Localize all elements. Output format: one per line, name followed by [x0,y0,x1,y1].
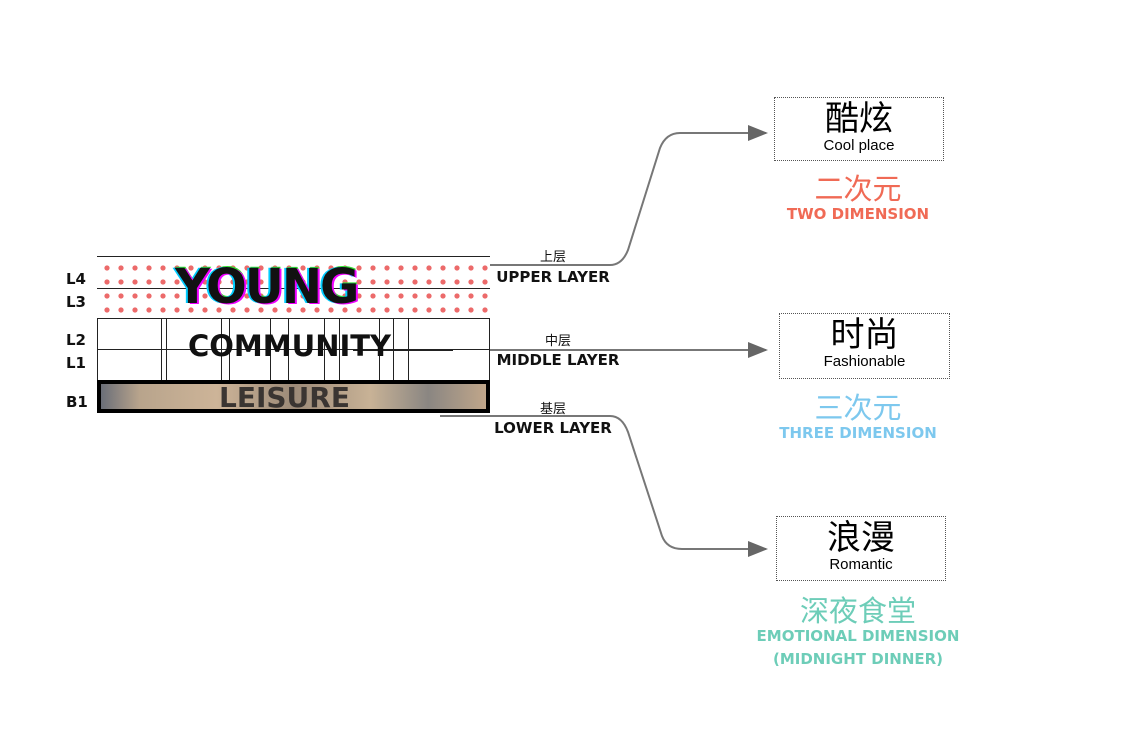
dimension-en-two: TWO DIMENSION [786,205,930,223]
target-zh: 时尚 [830,315,899,355]
upper-layer-zh: 上层 [539,250,566,265]
target-box-cool: 酷炫 Cool place [774,97,944,161]
target-box-romantic: 浪漫 Romantic [776,516,946,581]
dimension-zh-emotional: 深夜食堂 [799,594,916,628]
target-zh: 酷炫 [825,99,893,139]
level-label-l4: L4 [66,270,86,288]
young-word: YOUNG [175,259,359,315]
target-en: Romantic [829,556,893,573]
lower-layer-zh: 基层 [539,402,566,417]
arrow-lower [440,415,768,557]
target-zh: 浪漫 [827,518,895,558]
middle-layer-zh: 中层 [544,334,571,349]
upper-layer-block: YOUNG [97,256,490,320]
dimension-en-emotional: EMOTIONAL DIMENSION [756,627,960,645]
dimension-en-emotional-sub: (MIDNIGHT DINNER) [772,650,944,668]
level-label-l3: L3 [66,293,86,311]
leisure-word: LEISURE [219,381,350,414]
level-label-l2: L2 [66,331,86,349]
dimension-zh-three: 三次元 [814,391,902,425]
community-word: COMMUNITY [188,329,392,363]
target-en: Fashionable [823,353,906,370]
target-box-fashionable: 时尚 Fashionable [779,313,950,379]
dimension-zh-two: 二次元 [814,172,902,206]
arrow-upper [490,125,768,266]
target-en: Cool place [823,137,895,154]
lower-layer-block: LEISURE [97,380,490,414]
level-label-l1: L1 [66,354,86,372]
lower-layer-en: LOWER LAYER [494,419,612,437]
middle-layer-block: COMMUNITY [97,318,490,382]
level-label-b1: B1 [66,393,88,411]
dimension-en-three: THREE DIMENSION [779,424,937,442]
upper-layer-en: UPPER LAYER [496,268,610,286]
middle-layer-en: MIDDLE LAYER [496,351,620,369]
